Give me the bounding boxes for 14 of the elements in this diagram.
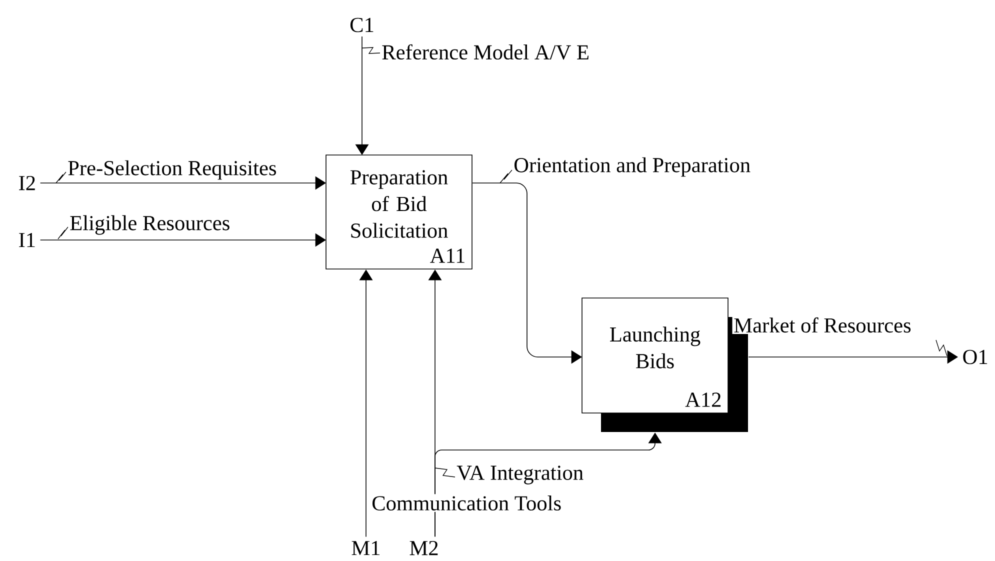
icom-code: C1 bbox=[350, 18, 374, 32]
icom-code: I2 bbox=[19, 176, 35, 190]
icom-code: O1 bbox=[963, 350, 988, 364]
icom-code: M2 bbox=[410, 540, 438, 556]
edge-label: Eligible Resources bbox=[58, 214, 232, 240]
icom-code: I1 bbox=[19, 232, 35, 248]
edge-label: Reference Model A/V E bbox=[362, 43, 591, 61]
edge-label: Market of Resources bbox=[732, 316, 948, 356]
edge-label: Pre-Selection Requisites bbox=[56, 159, 278, 184]
edge-label: Orientation and Preparation bbox=[500, 156, 752, 184]
icom-code: M1 bbox=[352, 540, 380, 556]
edge-label: Communication Tools bbox=[370, 494, 563, 512]
activity-box: Preparation of Bid Solicitation A11 bbox=[326, 154, 472, 270]
edge-label: VA Integration bbox=[434, 464, 585, 486]
